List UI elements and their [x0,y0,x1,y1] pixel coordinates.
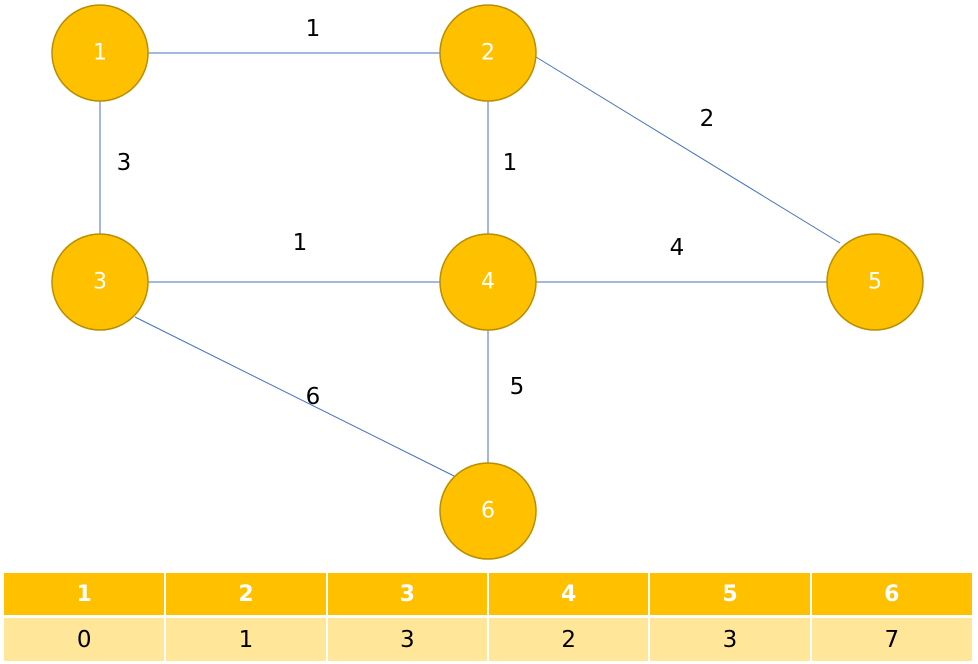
node-4: 4 [439,233,537,331]
header-cell-node-3: 3 [326,573,489,618]
distance-table-header-row: 1 2 3 4 5 6 [4,573,972,618]
edge-weight-4-5: 4 [670,235,685,261]
node-1: 1 [51,4,149,102]
distance-cell-node-2: 1 [165,616,328,661]
distance-cell-node-6: 7 [810,616,972,661]
node-3-circle [51,233,149,331]
node-1-circle [51,4,149,102]
graph-diagram: 1 3 1 2 1 4 6 5 1 2 3 4 5 6 [51,4,924,560]
distance-cell-node-1: 0 [4,616,167,661]
node-6: 6 [439,462,537,560]
node-2: 2 [439,4,537,102]
node-5-label: 5 [868,270,882,295]
edges [99,52,841,478]
edge-2-5 [535,56,841,244]
edge-labels: 1 3 1 2 1 4 6 5 [117,16,715,410]
distance-table: 1 2 3 4 5 6 0 1 3 2 3 7 [4,573,972,661]
header-cell-node-5: 5 [649,573,812,618]
header-cell-node-4: 4 [487,573,651,618]
distance-cell-node-4: 2 [487,616,651,661]
edge-weight-4-6: 5 [510,374,525,400]
node-4-label: 4 [481,270,495,295]
edge-weight-1-2: 1 [306,16,321,42]
edge-weight-3-4: 1 [293,230,308,256]
header-cell-node-1: 1 [4,573,167,618]
distance-cell-node-3: 3 [326,616,489,661]
node-2-label: 2 [481,41,495,66]
node-3-label: 3 [93,270,107,295]
header-cell-node-2: 2 [165,573,328,618]
node-4-circle [439,233,537,331]
edge-weight-2-5: 2 [700,106,715,132]
edge-weight-1-3: 3 [117,150,132,176]
node-1-label: 1 [93,41,107,66]
edge-3-6 [134,316,457,478]
node-2-circle [439,4,537,102]
node-6-label: 6 [481,499,495,524]
edge-weight-3-6: 6 [306,384,321,410]
edge-weight-2-4: 1 [503,150,518,176]
node-5: 5 [826,233,924,331]
distance-cell-node-5: 3 [649,616,812,661]
header-cell-node-6: 6 [810,573,972,618]
node-3: 3 [51,233,149,331]
node-6-circle [439,462,537,560]
node-5-circle [826,233,924,331]
distance-table-value-row: 0 1 3 2 3 7 [4,616,972,661]
